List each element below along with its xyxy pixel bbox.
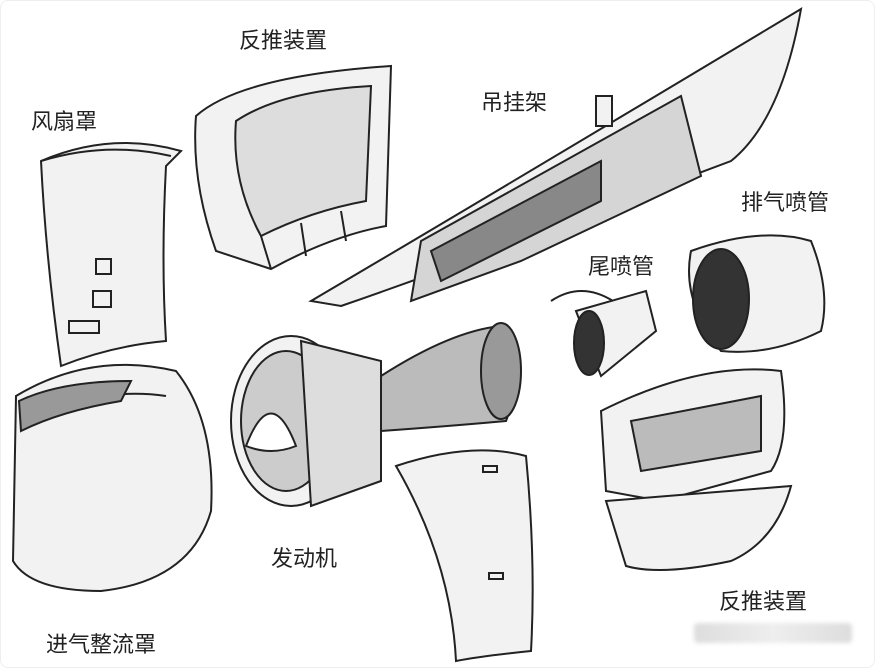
label-tail-cone: 尾喷管	[588, 255, 655, 280]
label-engine: 发动机	[271, 547, 338, 572]
label-thrust-reverser-bottom: 反推装置	[719, 590, 808, 615]
tail-cone-part	[550, 289, 658, 378]
label-inlet-cowl: 进气整流罩	[46, 633, 157, 658]
thrust-reverser-bottom-part	[599, 368, 793, 571]
engine-part	[230, 322, 522, 508]
label-pylon: 吊挂架	[481, 91, 548, 116]
pylon-part	[308, 7, 803, 308]
blurred-watermark	[694, 623, 852, 643]
lower-cowl-part	[394, 449, 534, 663]
fan-cowl-part	[39, 142, 183, 368]
inlet-cowl-part	[11, 363, 213, 593]
thrust-reverser-top-part	[194, 64, 393, 271]
label-exhaust-nozzle: 排气喷管	[741, 191, 830, 216]
exhaust-nozzle-part	[688, 234, 826, 353]
label-fan-cowl: 风扇罩	[31, 110, 98, 135]
label-thrust-reverser-top: 反推装置	[239, 29, 328, 54]
